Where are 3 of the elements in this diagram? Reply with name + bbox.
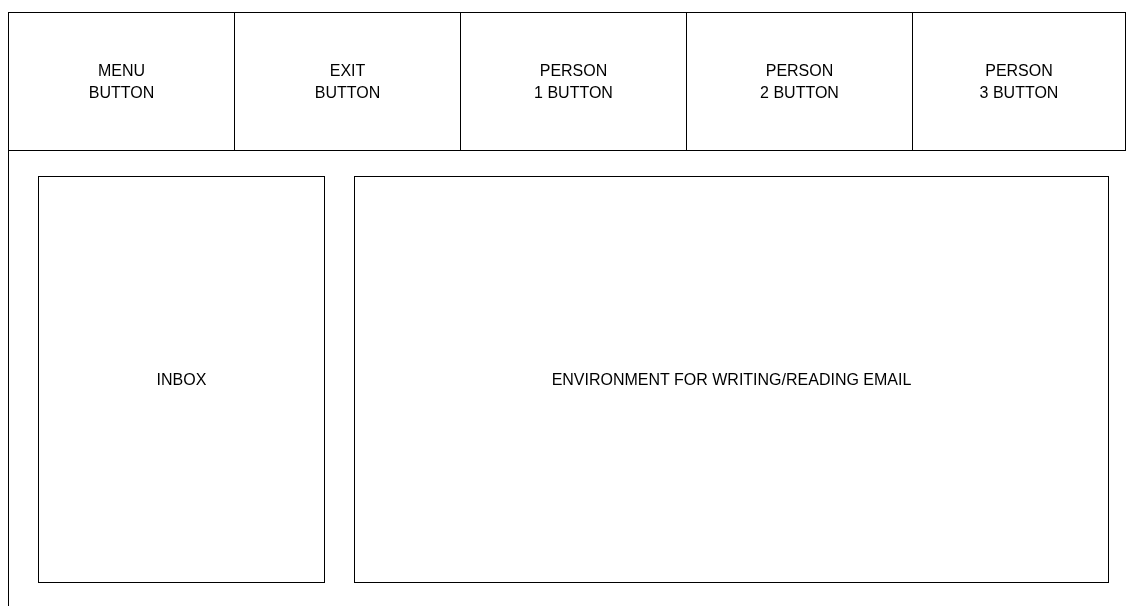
inbox-panel: INBOX [38, 176, 325, 583]
email-panel: ENVIRONMENT FOR WRITING/READING EMAIL [354, 176, 1109, 583]
nav-button: PERSON 3 BUTTON [912, 12, 1126, 151]
